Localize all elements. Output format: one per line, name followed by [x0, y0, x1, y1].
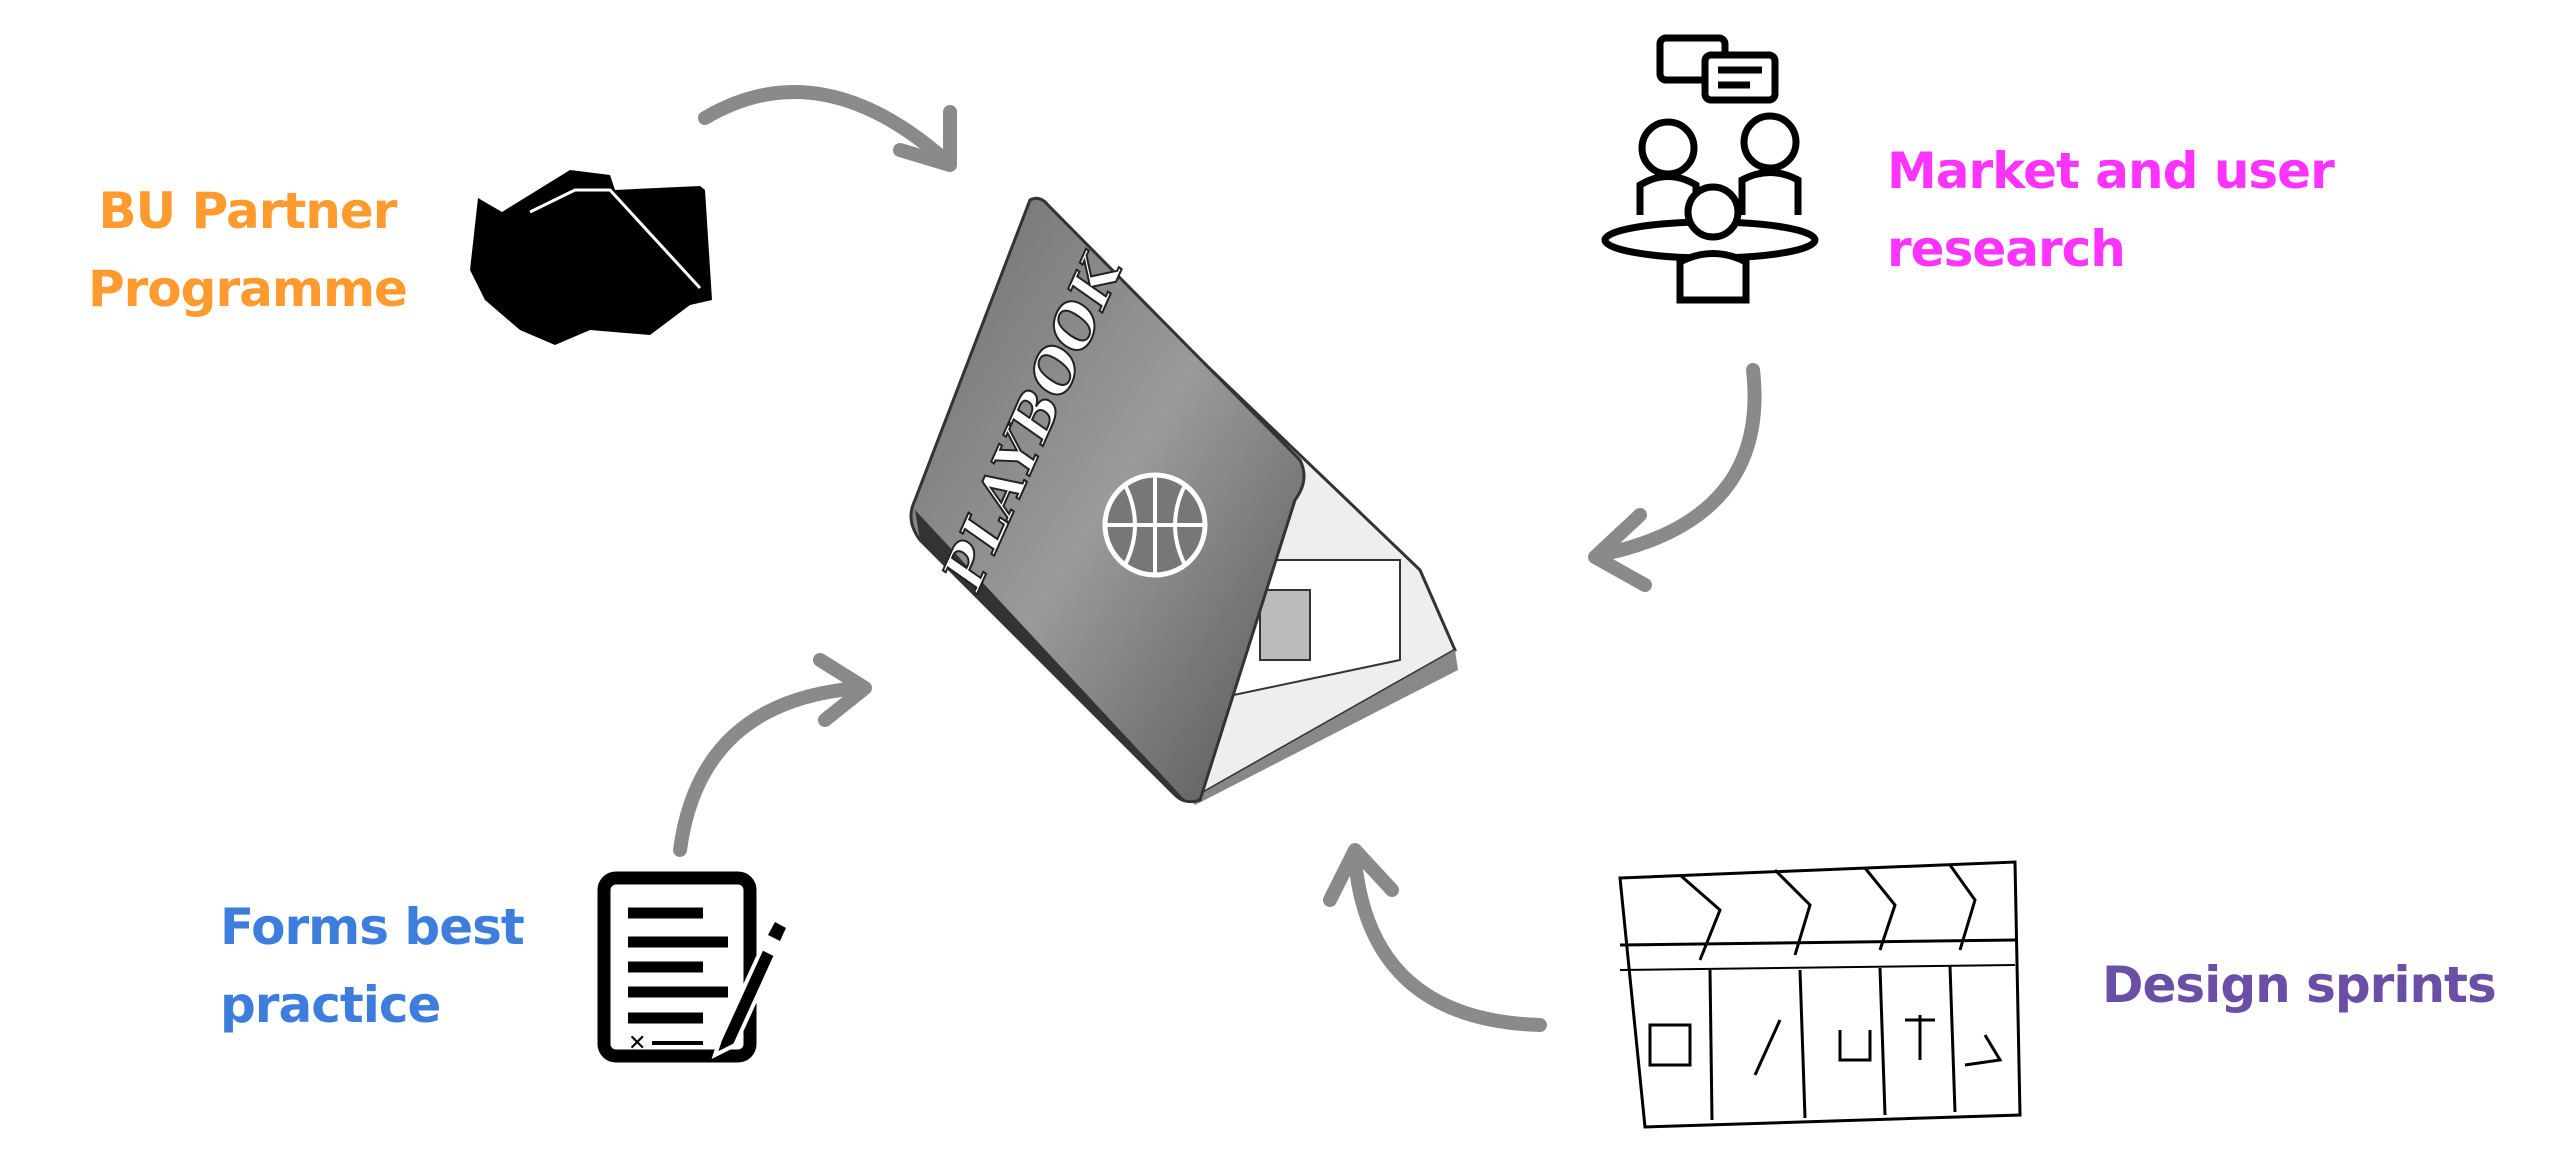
arrow-sprints-to-playbook	[1348, 853, 1547, 1032]
people-discussion-icon	[1601, 34, 1819, 304]
arrowhead-icon	[893, 105, 957, 172]
arrow-research-to-playbook	[1593, 363, 1762, 562]
arrows	[673, 85, 1762, 1032]
arrow-partner-to-playbook	[698, 85, 952, 167]
form-pencil-icon: ✕	[597, 871, 786, 1063]
arrow-forms-to-playbook	[673, 681, 867, 857]
playbook-book-icon: PLAYBOOK	[909, 196, 1458, 805]
arrowhead-icon	[1588, 508, 1652, 592]
label-design-sprints: Design sprints	[2102, 956, 2497, 1014]
basketball-icon	[1102, 472, 1208, 578]
label-bu-partner-programme: BU Partner Programme	[88, 182, 408, 318]
handshake-icon	[470, 170, 712, 345]
label-forms-best-practice: Forms best practice	[220, 898, 525, 1034]
arrowhead-icon	[1323, 843, 1399, 907]
arrowhead-icon	[813, 653, 872, 727]
sprint-board-icon	[1618, 860, 2022, 1129]
label-market-user-research: Market and user research	[1887, 142, 2335, 278]
svg-text:✕: ✕	[628, 1031, 646, 1056]
